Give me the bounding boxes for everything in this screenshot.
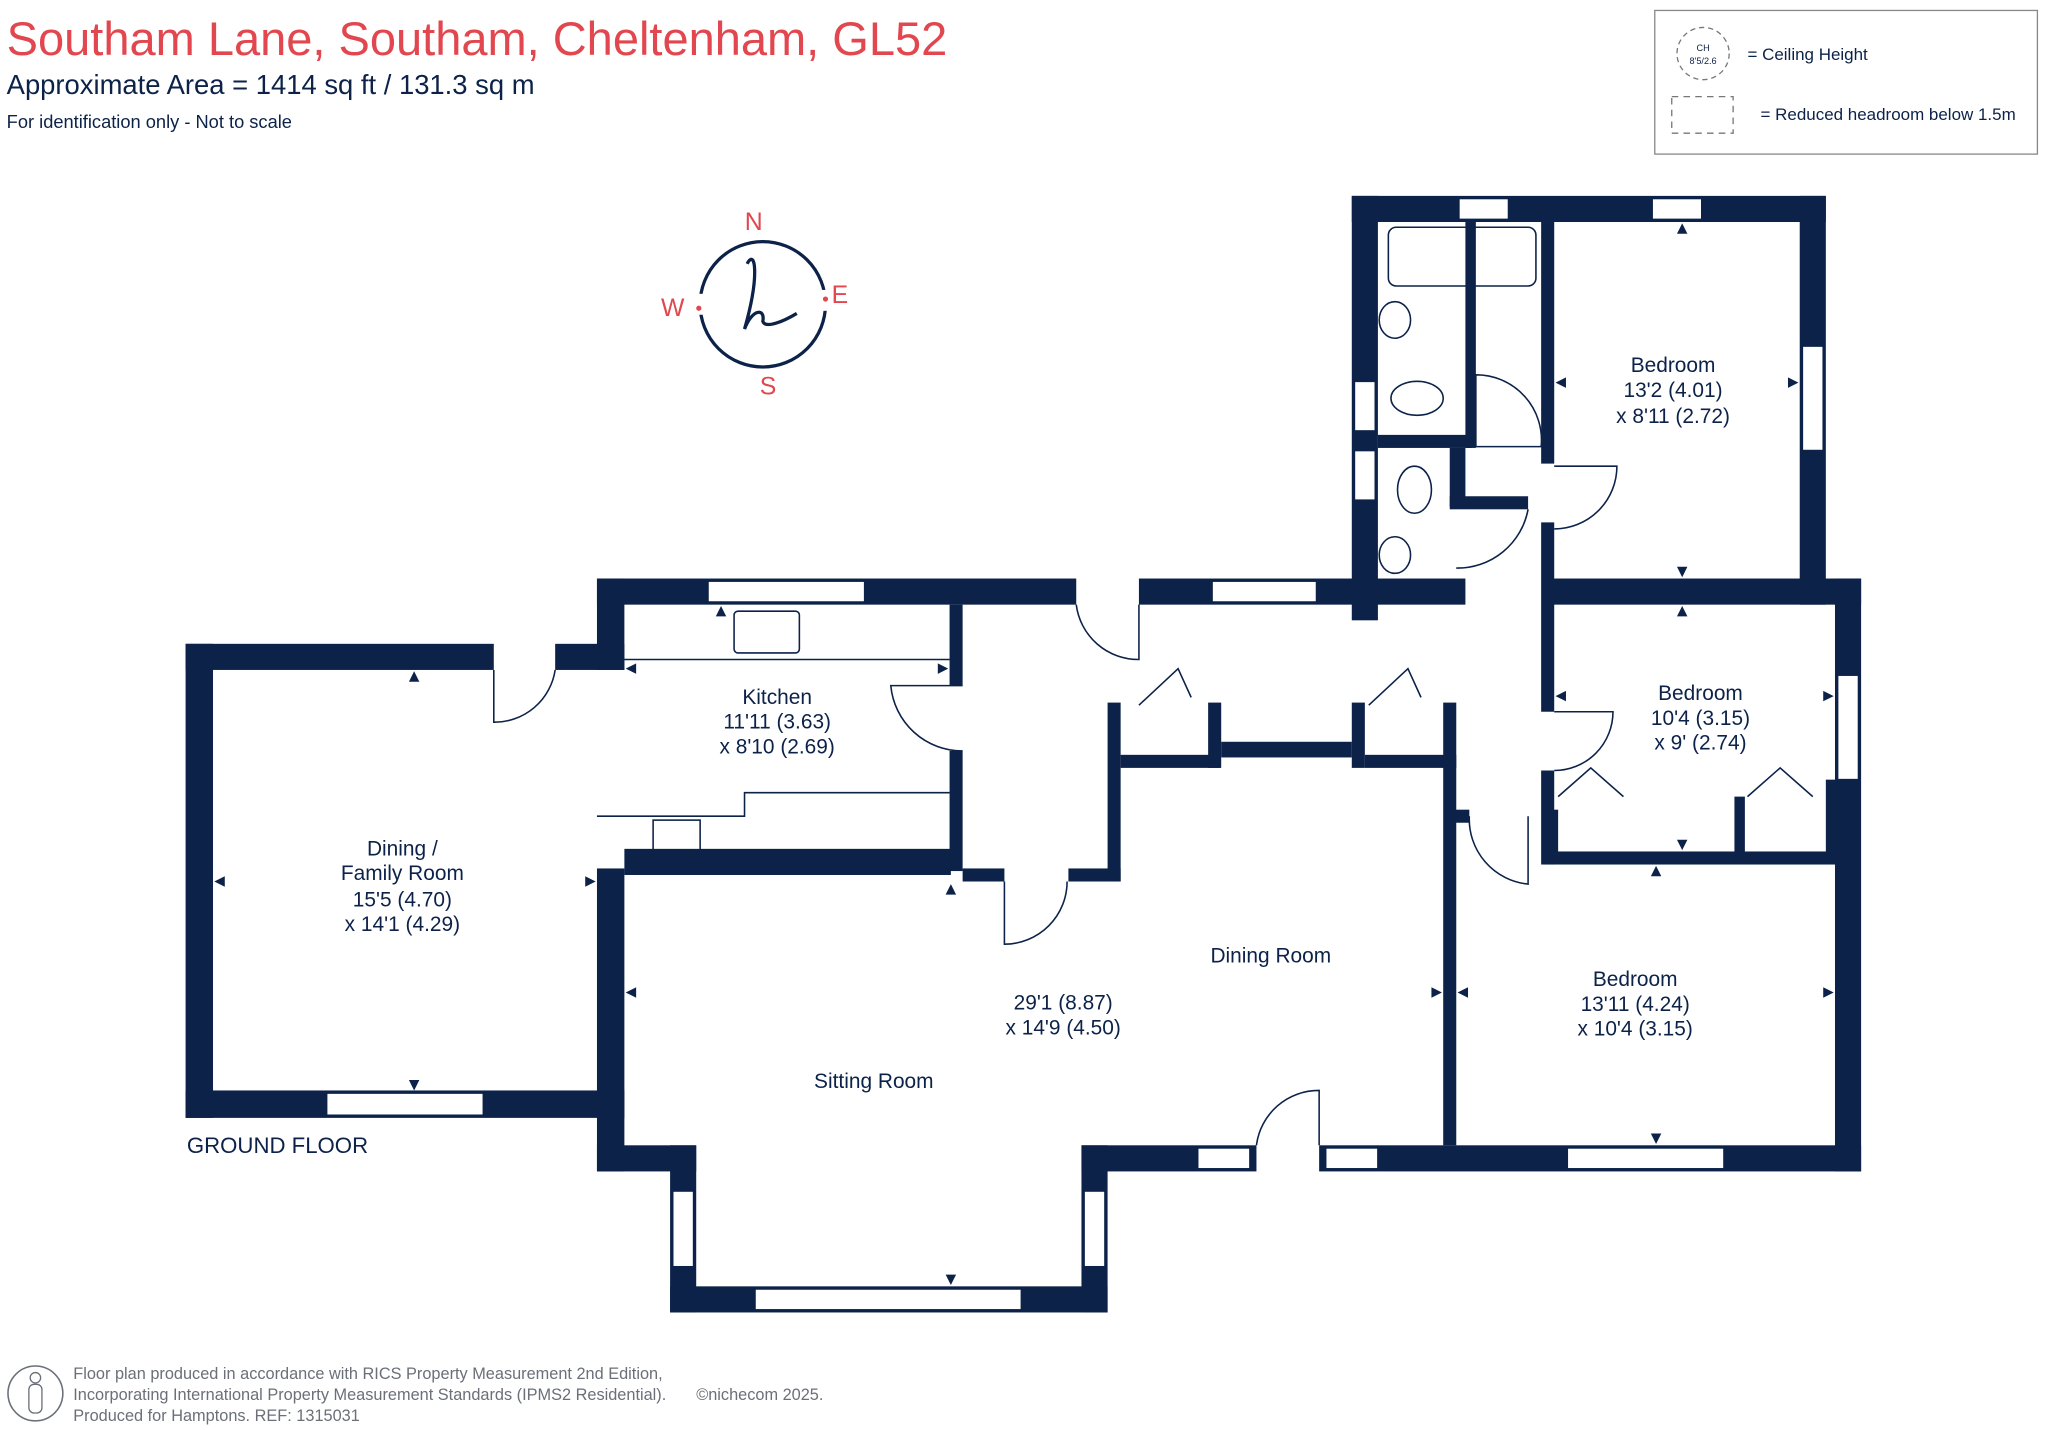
footer-line-2: Incorporating International Property Mea…	[73, 1386, 666, 1404]
room-sitting: 29'1 (8.87) x 14'9 (4.50) Sitting Room	[814, 991, 1121, 1092]
room-dimension: 13'11 (4.24)	[1581, 993, 1690, 1016]
scale-note: For identification only - Not to scale	[7, 111, 292, 132]
footer-line-1: Floor plan produced in accordance with R…	[73, 1365, 662, 1383]
room-dimension: x 10'4 (3.15)	[1577, 1018, 1692, 1041]
floor-label: GROUND FLOOR	[187, 1133, 368, 1158]
room-dining-family: Dining / Family Room 15'5 (4.70) x 14'1 …	[341, 837, 464, 936]
room-kitchen: Kitchen 11'11 (3.63) x 8'10 (2.69)	[719, 686, 834, 759]
room-dining-room: Dining Room	[1210, 944, 1331, 967]
room-dimension: x 9' (2.74)	[1654, 732, 1746, 755]
room-dimension: 15'5 (4.70)	[353, 888, 452, 911]
reduced-headroom-icon	[1671, 95, 1734, 134]
area-text: Approximate Area = 1414 sq ft / 131.3 sq…	[7, 69, 535, 100]
room-dimension: x 14'9 (4.50)	[1005, 1016, 1120, 1039]
room-bedroom-1: Bedroom 13'2 (4.01) x 8'11 (2.72)	[1616, 354, 1730, 428]
compass-e: E	[832, 282, 849, 309]
room-dimension: 11'11 (3.63)	[723, 711, 831, 734]
room-name: Family Room	[341, 862, 464, 885]
room-name: Kitchen	[742, 686, 812, 709]
room-name: Sitting Room	[814, 1070, 934, 1093]
ceiling-height-icon	[1676, 26, 1730, 81]
footer: Floor plan produced in accordance with R…	[7, 1365, 823, 1425]
ch-symbol-bottom: 8'5/2.6	[1690, 56, 1717, 66]
walls	[185, 195, 1862, 1313]
person-icon	[7, 1365, 64, 1422]
compass-n: N	[745, 209, 763, 236]
room-name: Bedroom	[1593, 968, 1678, 991]
room-dimension: 13'2 (4.01)	[1623, 379, 1722, 402]
compass: N E S W	[661, 209, 848, 401]
dimension-arrows	[214, 223, 1834, 1286]
room-dimension: x 8'10 (2.69)	[719, 736, 834, 759]
room-dimension: 10'4 (3.15)	[1651, 707, 1750, 730]
compass-w: W	[661, 295, 685, 322]
footer-line-3: Produced for Hamptons. REF: 1315031	[73, 1407, 360, 1425]
legend-ceiling-height: = Ceiling Height	[1747, 45, 1868, 64]
page-title: Southam Lane, Southam, Cheltenham, GL52	[7, 12, 948, 65]
room-dimension: x 8'11 (2.72)	[1616, 405, 1730, 428]
room-bedroom-2: Bedroom 10'4 (3.15) x 9' (2.74)	[1651, 682, 1750, 755]
room-name: Dining /	[367, 837, 438, 860]
logo-icon	[742, 257, 798, 330]
ch-symbol-top: CH	[1696, 43, 1709, 53]
room-bedroom-3: Bedroom 13'11 (4.24) x 10'4 (3.15)	[1577, 968, 1692, 1041]
room-name: Bedroom	[1631, 354, 1716, 377]
room-name: Bedroom	[1658, 682, 1743, 705]
legend-reduced-headroom: = Reduced headroom below 1.5m	[1761, 105, 2016, 124]
compass-s: S	[760, 373, 777, 400]
room-dimension: x 14'1 (4.29)	[345, 913, 460, 936]
room-dimension: 29'1 (8.87)	[1014, 991, 1113, 1014]
footer-copyright: ©nichecom 2025.	[696, 1386, 823, 1404]
legend: CH 8'5/2.6 = Ceiling Height = Reduced he…	[1654, 9, 2039, 155]
